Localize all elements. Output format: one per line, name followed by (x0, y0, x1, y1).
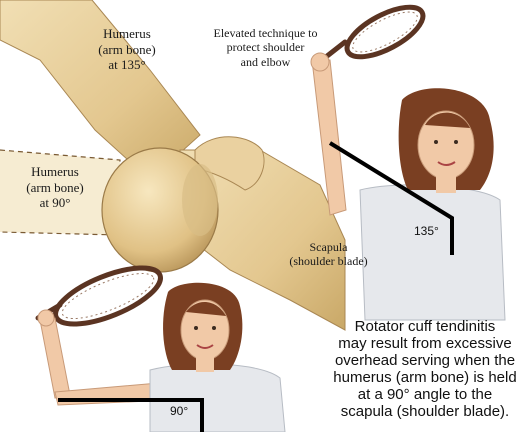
label-elevated-technique: Elevated technique to protect shoulder a… (193, 26, 338, 69)
label-line: Humerus (103, 26, 151, 41)
caption: Rotator cuff tendinitis may result from … (320, 318, 530, 420)
player-90-figure (38, 256, 285, 432)
caption-line: scapula (shoulder blade). (341, 403, 509, 420)
label-line: protect shoulder (227, 40, 305, 54)
caption-line: overhead serving when the (335, 352, 515, 369)
angle-label-90: 90° (170, 404, 188, 418)
label-line: Humerus (31, 164, 79, 179)
label-line: and elbow (241, 55, 291, 69)
label-line: (arm bone) (98, 42, 155, 57)
caption-line: Rotator cuff tendinitis (355, 318, 496, 335)
label-line: at 90° (40, 195, 71, 210)
caption-line: may result from excessive (338, 335, 511, 352)
label-line: (arm bone) (26, 180, 83, 195)
label-line: at 135° (108, 57, 145, 72)
label-line: (shoulder blade) (289, 254, 367, 268)
angle-label-135: 135° (414, 224, 439, 238)
label-line: Elevated technique to (214, 26, 318, 40)
label-humerus-90: Humerus (arm bone) at 90° (15, 164, 95, 211)
label-humerus-135: Humerus (arm bone) at 135° (82, 26, 172, 73)
label-scapula: Scapula (shoulder blade) (276, 240, 381, 269)
label-line: Scapula (310, 240, 348, 254)
caption-line: at a 90° angle to the (358, 386, 492, 403)
caption-line: humerus (arm bone) is held (333, 369, 516, 386)
